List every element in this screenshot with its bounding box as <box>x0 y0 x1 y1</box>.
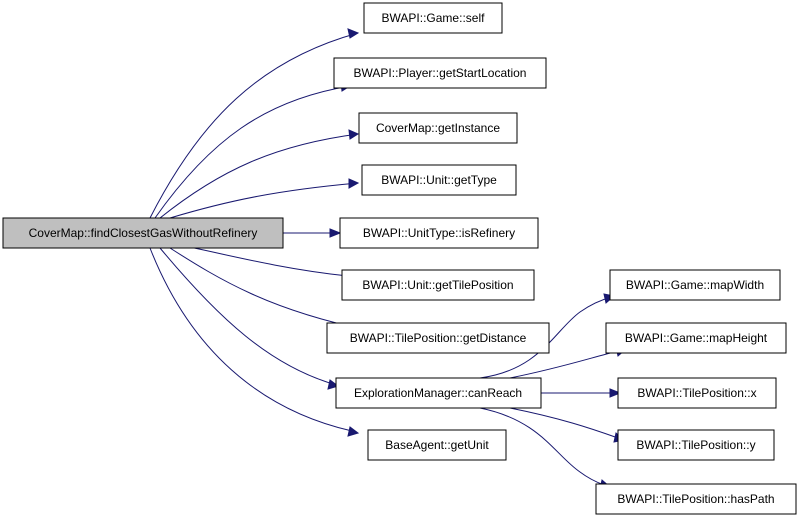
node-tilepos-distance[interactable]: BWAPI::TilePosition::getDistance <box>326 322 550 354</box>
edge-root-to-unittype-refinery <box>283 228 342 238</box>
node-player-start-label: BWAPI::Player::getStartLocation <box>354 66 527 80</box>
node-baseagent-unit-label: BaseAgent::getUnit <box>385 438 489 452</box>
edge-root-to-tilepos-distance <box>169 247 371 335</box>
node-tilepos-haspath-label: BWAPI::TilePosition::hasPath <box>617 492 774 506</box>
node-tilepos-x-label: BWAPI::TilePosition::x <box>637 386 756 400</box>
node-tilepos-y-label: BWAPI::TilePosition::y <box>636 438 755 452</box>
edge-root-to-unit-type <box>169 178 360 219</box>
node-game-mapwidth-label: BWAPI::Game::mapWidth <box>626 278 764 292</box>
edge-root-to-covermap-instance <box>159 129 360 219</box>
node-unit-type[interactable]: BWAPI::Unit::getType <box>361 164 517 196</box>
node-unit-type-label: BWAPI::Unit::getType <box>381 173 497 187</box>
nodes: CoverMap::findClosestGasWithoutRefinery … <box>2 2 797 515</box>
node-root[interactable]: CoverMap::findClosestGasWithoutRefinery <box>2 217 284 249</box>
node-game-mapwidth[interactable]: BWAPI::Game::mapWidth <box>609 269 781 301</box>
edges <box>149 28 628 490</box>
node-covermap-instance[interactable]: CoverMap::getInstance <box>358 112 518 144</box>
node-unit-tilepos-label: BWAPI::Unit::getTilePosition <box>362 278 513 292</box>
edge-root-to-unit-tilepos <box>189 246 358 282</box>
node-root-label: CoverMap::findClosestGasWithoutRefinery <box>29 226 258 240</box>
edge-canreach-to-tilepos-y <box>509 407 626 443</box>
node-game-mapheight-label: BWAPI::Game::mapHeight <box>625 331 768 345</box>
node-baseagent-unit[interactable]: BaseAgent::getUnit <box>367 429 507 461</box>
node-explore-canreach[interactable]: ExplorationManager::canReach <box>335 377 542 409</box>
node-unit-tilepos[interactable]: BWAPI::Unit::getTilePosition <box>341 269 535 301</box>
edge-root-to-baseagent-unit <box>149 247 360 437</box>
node-tilepos-y[interactable]: BWAPI::TilePosition::y <box>617 429 775 461</box>
node-tilepos-x[interactable]: BWAPI::TilePosition::x <box>617 377 777 409</box>
edge-root-to-game-self <box>149 28 360 219</box>
node-tilepos-distance-label: BWAPI::TilePosition::getDistance <box>350 331 527 345</box>
node-game-self[interactable]: BWAPI::Game::self <box>363 2 503 34</box>
node-game-mapheight[interactable]: BWAPI::Game::mapHeight <box>605 322 787 354</box>
node-player-start[interactable]: BWAPI::Player::getStartLocation <box>333 57 547 89</box>
node-covermap-instance-label: CoverMap::getInstance <box>376 121 500 135</box>
node-game-self-label: BWAPI::Game::self <box>382 11 486 25</box>
node-unittype-refinery-label: BWAPI::UnitType::isRefinery <box>363 226 515 240</box>
node-explore-canreach-label: ExplorationManager::canReach <box>354 386 522 400</box>
edge-canreach-to-tilepos-x <box>541 388 622 398</box>
node-tilepos-haspath[interactable]: BWAPI::TilePosition::hasPath <box>595 483 797 515</box>
node-unittype-refinery[interactable]: BWAPI::UnitType::isRefinery <box>339 217 539 249</box>
